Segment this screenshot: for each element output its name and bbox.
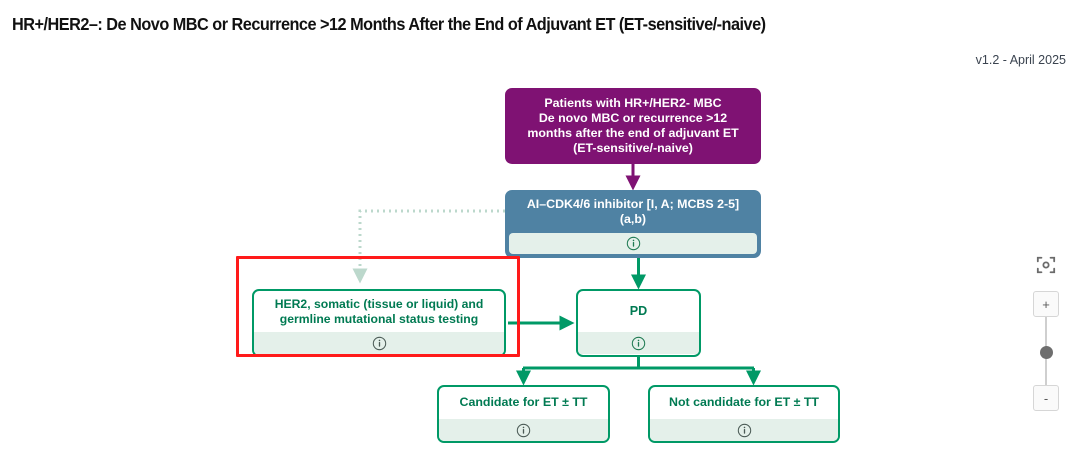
node-her2-line-1: HER2, somatic (tissue or liquid) and [274, 296, 484, 311]
node-pd-footer [578, 332, 699, 354]
node-ai-cdk-line-1: AI–CDK4/6 inhibitor [I, A; MCBS 2-5] [526, 196, 740, 211]
node-her2-mutational-status-testing[interactable]: HER2, somatic (tissue or liquid) and ger… [252, 289, 506, 357]
node-pd[interactable]: PD [576, 289, 701, 357]
node-not-candidate-footer [650, 419, 838, 441]
zoom-slider-track[interactable] [1039, 317, 1053, 385]
zoom-slider[interactable]: + - [1033, 291, 1059, 411]
edge-ai-cdk-to-her2-dotted [352, 209, 505, 284]
info-icon[interactable] [626, 236, 641, 251]
node-start-line-3: months after the end of adjuvant ET [527, 126, 739, 140]
node-start-label: Patients with HR+/HER2- MBC De novo MBC … [506, 89, 760, 163]
node-candidate-for-et-tt[interactable]: Candidate for ET ± TT [437, 385, 610, 443]
node-her2-footer [254, 332, 504, 354]
node-not-candidate-label: Not candidate for ET ± TT [669, 395, 819, 410]
page-title: HR+/HER2–: De Novo MBC or Recurrence >12… [12, 14, 766, 34]
node-start-line-4: (ET-sensitive/-naive) [573, 141, 693, 156]
node-start-line-1: Patients with HR+/HER2- MBC [544, 95, 722, 110]
fit-view-icon[interactable] [1033, 252, 1059, 278]
flowchart-connectors [352, 164, 761, 386]
zoom-in-button[interactable]: + [1033, 291, 1059, 317]
node-ai-cdk-line-2: (a,b) [619, 212, 647, 226]
info-icon[interactable] [631, 336, 646, 351]
info-icon[interactable] [516, 423, 531, 438]
zoom-out-button[interactable]: - [1033, 385, 1059, 411]
node-candidate-footer [439, 419, 608, 441]
zoom-slider-handle[interactable] [1039, 346, 1053, 359]
node-not-candidate-for-et-tt[interactable]: Not candidate for ET ± TT [648, 385, 840, 443]
node-candidate-label: Candidate for ET ± TT [459, 395, 588, 410]
info-icon[interactable] [372, 336, 387, 351]
node-ai-cdk-label: AI–CDK4/6 inhibitor [I, A; MCBS 2-5] (a,… [506, 191, 760, 233]
node-her2-label: HER2, somatic (tissue or liquid) and ger… [254, 291, 504, 332]
node-start-line-2: De novo MBC or recurrence >12 [538, 110, 728, 125]
node-ai-cdk46-inhibitor[interactable]: AI–CDK4/6 inhibitor [I, A; MCBS 2-5] (a,… [505, 190, 761, 258]
selection-highlight [236, 256, 520, 357]
zoom-controls[interactable]: + - [1028, 252, 1064, 411]
info-icon[interactable] [737, 423, 752, 438]
version-label: v1.2 - April 2025 [975, 53, 1066, 67]
node-her2-line-2: germline mutational status testing [279, 311, 479, 326]
flowchart-canvas[interactable]: Patients with HR+/HER2- MBC De novo MBC … [0, 76, 1080, 471]
node-patients-hr-her2-mbc[interactable]: Patients with HR+/HER2- MBC De novo MBC … [505, 88, 761, 164]
node-pd-label: PD [629, 303, 648, 318]
node-ai-cdk-footer [509, 233, 757, 254]
